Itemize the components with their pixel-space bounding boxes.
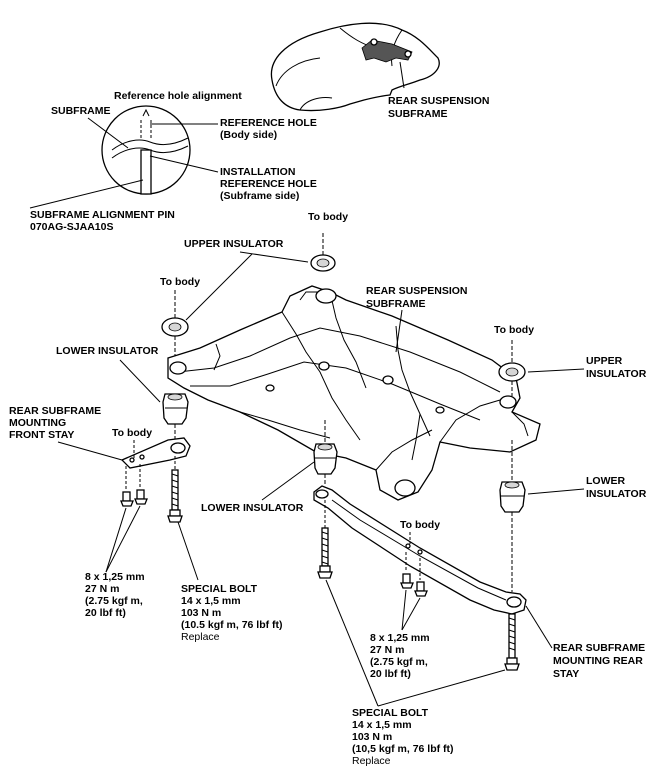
reference-hole-alignment-title: Reference hole alignment (114, 90, 242, 102)
to-body-left-label: To body (160, 276, 200, 288)
lower-insulator-left (162, 393, 189, 425)
upper-insulator-top (310, 233, 336, 272)
small-bolts-center (400, 552, 428, 597)
special-bolt-center (317, 500, 333, 579)
subframe-label: SUBFRAME (51, 105, 111, 117)
rear-stay (313, 485, 527, 615)
to-body-stay-label: To body (112, 427, 152, 439)
reference-hole-label: REFERENCE HOLE(Body side) (220, 117, 317, 141)
subframe-body (167, 285, 541, 501)
to-body-right-label: To body (494, 324, 534, 336)
lower-insulator-right (499, 440, 526, 592)
lower-insulator-left-label: LOWER INSULATOR (56, 345, 159, 357)
lower-insulator-center-label: LOWER INSULATOR (201, 502, 304, 514)
special-bolt-right (504, 613, 520, 671)
small-bolts-left (120, 464, 148, 507)
upper-insulator-right (498, 340, 526, 396)
upper-insulator-left (161, 290, 189, 356)
special-bolt-left (167, 456, 183, 523)
to-body-top-label: To body (308, 211, 348, 223)
upper-insulator-left-label: UPPER INSULATOR (184, 238, 284, 250)
to-body-rear-label: To body (400, 519, 440, 531)
front-stay (120, 437, 191, 469)
reference-hole-detail (101, 105, 191, 195)
car-subframe-highlight (361, 38, 413, 63)
lower-insulator-center (313, 420, 338, 486)
